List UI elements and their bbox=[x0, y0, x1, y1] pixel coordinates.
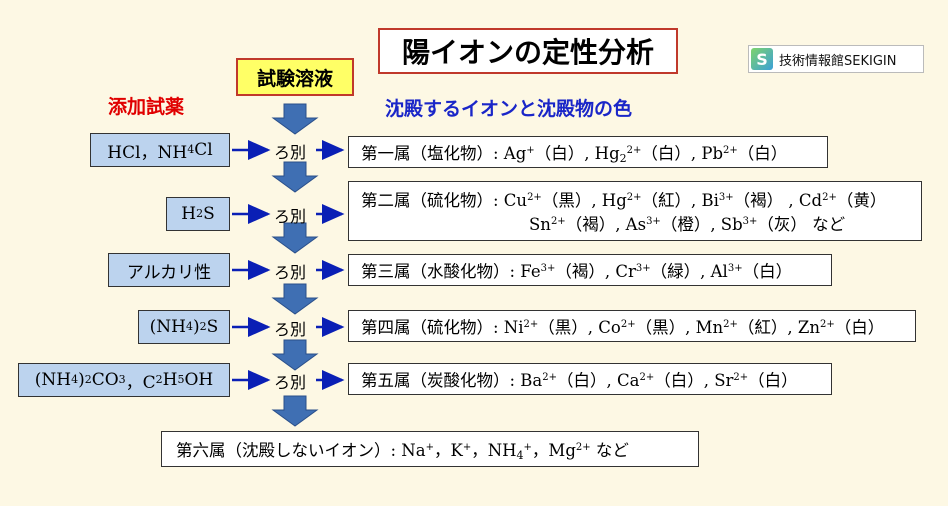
group-result-box-4: 第四属（硫化物）: Ni2+（黒）, Co2+（黒）, Mn2+（紅）, Zn2… bbox=[348, 310, 916, 342]
group-result-line: 第三属（水酸化物）: Fe3+（褐）, Cr3+（緑）, Al3+（白） bbox=[361, 262, 793, 281]
group-result-line: 第一属（塩化物）: Ag+（白）, Hg22+（白）, Pb2+（白） bbox=[361, 144, 788, 165]
group-result-box-5: 第五属（炭酸化物）: Ba2+（白）, Ca2+（白）, Sr2+（白） bbox=[348, 363, 832, 395]
flow-down-arrow-4 bbox=[271, 283, 319, 315]
group-result-line: 第四属（硫化物）: Ni2+（黒）, Co2+（黒）, Mn2+（紅）, Zn2… bbox=[361, 318, 885, 337]
flow-down-arrow-3 bbox=[271, 222, 319, 254]
brand-logo-icon: S bbox=[751, 48, 773, 70]
brand-name: 技術情報館SEKIGIN bbox=[779, 53, 897, 69]
group-result-box-2: 第二属（硫化物）: Cu2+（黒）, Hg2+（紅）, Bi3+（褐） , Cd… bbox=[348, 181, 922, 241]
page-title: 陽イオンの定性分析 bbox=[378, 28, 678, 74]
group-result-box-1: 第一属（塩化物）: Ag+（白）, Hg22+（白）, Pb2+（白） bbox=[348, 136, 828, 168]
group-result-line: Sn2+（褐）, As3+（橙）, Sb3+（灰） など bbox=[529, 215, 846, 234]
filter-label-2: ろ別 bbox=[274, 207, 307, 226]
flow-down-arrow-1 bbox=[271, 103, 319, 135]
filter-label-4: ろ別 bbox=[274, 320, 307, 339]
brand-badge: S 技術情報館SEKIGIN bbox=[748, 45, 924, 73]
filter-label-3: ろ別 bbox=[274, 263, 307, 282]
group-result-line: 第二属（硫化物）: Cu2+（黒）, Hg2+（紅）, Bi3+（褐） , Cd… bbox=[361, 191, 887, 210]
group-result-line: 第五属（炭酸化物）: Ba2+（白）, Ca2+（白）, Sr2+（白） bbox=[361, 371, 798, 390]
reagent-box-3: アルカリ性 bbox=[108, 253, 230, 287]
flow-down-arrow-6 bbox=[271, 395, 319, 427]
group-result-box-3: 第三属（水酸化物）: Fe3+（褐）, Cr3+（緑）, Al3+（白） bbox=[348, 254, 832, 286]
filter-label-1: ろ別 bbox=[274, 143, 307, 162]
test-solution-box: 試験溶液 bbox=[236, 58, 354, 96]
flow-down-arrow-2 bbox=[271, 161, 319, 193]
group-six-box: 第六属（沈殿しないイオン）: Na+，K+，NH4+，Mg2+ など bbox=[161, 431, 699, 467]
added-reagent-heading: 添加試薬 bbox=[108, 96, 185, 118]
precipitate-heading: 沈殿するイオンと沈殿物の色 bbox=[385, 98, 633, 120]
filter-label-5: ろ別 bbox=[274, 373, 307, 392]
flow-down-arrow-5 bbox=[271, 339, 319, 371]
group-six-text: 第六属（沈殿しないイオン）: Na+，K+，NH4+，Mg2+ など bbox=[176, 441, 629, 462]
